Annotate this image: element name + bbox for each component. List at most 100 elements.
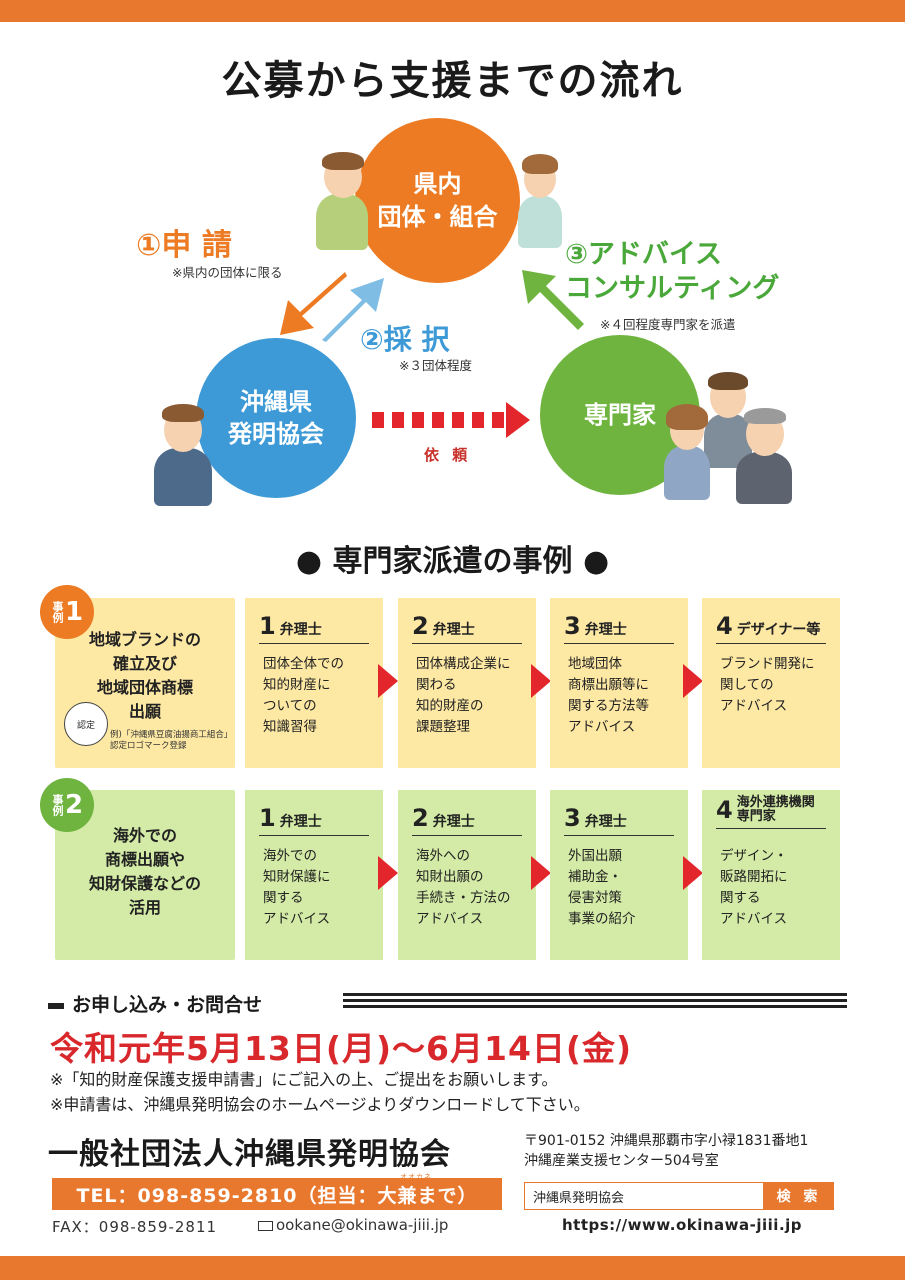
case1-step-2-number: 2 [412, 612, 429, 640]
website-url[interactable]: https://www.okinawa-jiii.jp [562, 1216, 803, 1234]
search-input[interactable]: 沖縄県発明協会 [524, 1182, 764, 1210]
circle-invention-association: 沖縄県 発明協会 [196, 338, 356, 498]
heading-stripe-rule [343, 993, 847, 1009]
step2-note: ※３団体程度 [399, 358, 472, 373]
case2-arrow-1 [378, 856, 398, 890]
step1-note: ※県内の団体に限る [172, 265, 283, 280]
case2-step-4-number: 4 [716, 796, 733, 825]
contact-heading: お申し込み・お問合せ [48, 990, 262, 1017]
case2-badge-label: 事例 [51, 794, 64, 816]
organization-name: 一般社団法人沖縄県発明協会 [48, 1137, 451, 1172]
case2-badge: 事例 2 [40, 778, 94, 832]
seal-text: 認定 [76, 720, 95, 731]
certification-seal-logo: 認定 [64, 702, 108, 746]
organization-address: 〒901-0152 沖縄県那覇市字小禄1831番地1 沖縄産業支援センター504… [524, 1131, 808, 1172]
request-arrow-dash-7 [492, 412, 504, 428]
request-label: 依 頼 [424, 446, 472, 464]
case2-step-4-title: 海外連携機関 専門家 [736, 795, 815, 825]
top-border-bar [0, 0, 905, 22]
case1-badge-label: 事例 [51, 601, 64, 623]
case1-badge-number: 1 [65, 597, 84, 627]
application-note-2: ※申請書は、沖縄県発明協会のホームページよりダウンロードして下さい。 [50, 1094, 590, 1114]
application-note-1: ※「知的財産保護支援申請書」にご記入の上、ご提出をお願いします。 [50, 1070, 558, 1089]
case1-step-4-body: ブランド開発に 関しての アドバイス [720, 656, 815, 714]
case2-step-1-number: 1 [259, 804, 276, 832]
email-contact[interactable]: ookane@okinawa-jiii.jp [258, 1216, 448, 1234]
case2-step-2-number: 2 [412, 804, 429, 832]
case1-step-4-number: 4 [716, 612, 733, 640]
telephone-banner: TEL：098-859-2810（担当：大兼まで） [52, 1178, 502, 1210]
case2-step-2-title: 弁理士 [432, 814, 475, 830]
request-arrow-dash-5 [452, 412, 464, 428]
case2-step-3-body: 外国出願 補助金・ 侵害対策 事業の紹介 [568, 848, 636, 927]
application-notes: ※「知的財産保護支援申請書」にご記入の上、ご提出をお願いします。 ※申請書は、沖… [50, 1068, 590, 1118]
case1-step-1-title: 弁理士 [279, 622, 322, 638]
apply-arrow [280, 272, 347, 335]
case1-step-4-title: デザイナー等 [736, 622, 821, 638]
case2-main-box: 海外での 商標出願や 知財保護などの 活用 [55, 790, 235, 960]
step2-label: ②採 択 [360, 323, 450, 356]
heading-marker [48, 1002, 64, 1009]
case2-step-4-body: デザイン・ 販路開拓に 関する アドバイス [720, 848, 788, 927]
mail-icon [258, 1220, 273, 1231]
seal-caption: 例)「沖縄県豆腐油揚商工組合」 認定ロゴマーク登録 [110, 730, 233, 751]
request-arrow-dash-4 [432, 412, 444, 428]
search-button[interactable]: 検 索 [764, 1182, 834, 1210]
case1-step-1-number: 1 [259, 612, 276, 640]
person-association-staff-illustration [150, 398, 216, 506]
case1-step-2-body: 団体構成企業に 関わる 知的財産の 課題整理 [416, 656, 511, 735]
circle-invention-association-label: 沖縄県 発明協会 [228, 387, 324, 448]
advice-arrow [522, 270, 584, 330]
person-expert-glasses-illustration [732, 404, 796, 504]
page-title: 公募から支援までの流れ [221, 58, 684, 104]
person-man-thinking-illustration [312, 150, 372, 250]
request-arrow-dash-2 [392, 412, 404, 428]
request-arrow-dash-3 [412, 412, 424, 428]
application-period: 令和元年5月13日(月)～6月14日(金) [50, 1029, 633, 1068]
bottom-border-bar [0, 1256, 905, 1280]
request-arrow-dash-6 [472, 412, 484, 428]
request-arrow-head [506, 402, 530, 438]
case2-step-3-number: 3 [564, 804, 581, 832]
step3-note: ※４回程度専門家を派遣 [600, 317, 736, 332]
case2-main-text: 海外での 商標出願や 知財保護などの 活用 [88, 826, 201, 917]
email-address[interactable]: ookane@okinawa-jiii.jp [276, 1216, 449, 1234]
cases-title: ● 専門家派遣の事例 ● [295, 544, 610, 579]
step3-label: ③アドバイス コンサルティング [565, 239, 780, 304]
address-line-1: 〒901-0152 沖縄県那覇市字小禄1831番地1 [524, 1133, 809, 1149]
circle-local-groups: 県内 団体・組合 [355, 118, 520, 283]
case2-arrow-2 [531, 856, 551, 890]
step1-label: ①申 請 [136, 228, 232, 263]
case1-step-3-number: 3 [564, 612, 581, 640]
case1-arrow-1 [378, 664, 398, 698]
case1-arrow-2 [531, 664, 551, 698]
case2-step-1-body: 海外での 知財保護に 関する アドバイス [263, 848, 331, 927]
case1-step-3-body: 地域団体 商標出願等に 関する方法等 アドバイス [568, 656, 649, 735]
case2-badge-number: 2 [65, 790, 84, 820]
case2-arrow-3 [683, 856, 703, 890]
case1-main-text: 地域ブランドの 確立及び 地域団体商標 出願 [88, 630, 201, 721]
case1-arrow-3 [683, 664, 703, 698]
contact-heading-text: お申し込み・お問合せ [72, 994, 263, 1016]
person-woman-illustration [514, 148, 566, 248]
adopt-arrow [322, 278, 384, 342]
case1-step-3-title: 弁理士 [584, 622, 627, 638]
circle-local-groups-label: 県内 団体・組合 [377, 170, 498, 231]
contact-name-furigana: オオカネ [400, 1173, 432, 1181]
search-input-text: 沖縄県発明協会 [533, 1190, 625, 1206]
